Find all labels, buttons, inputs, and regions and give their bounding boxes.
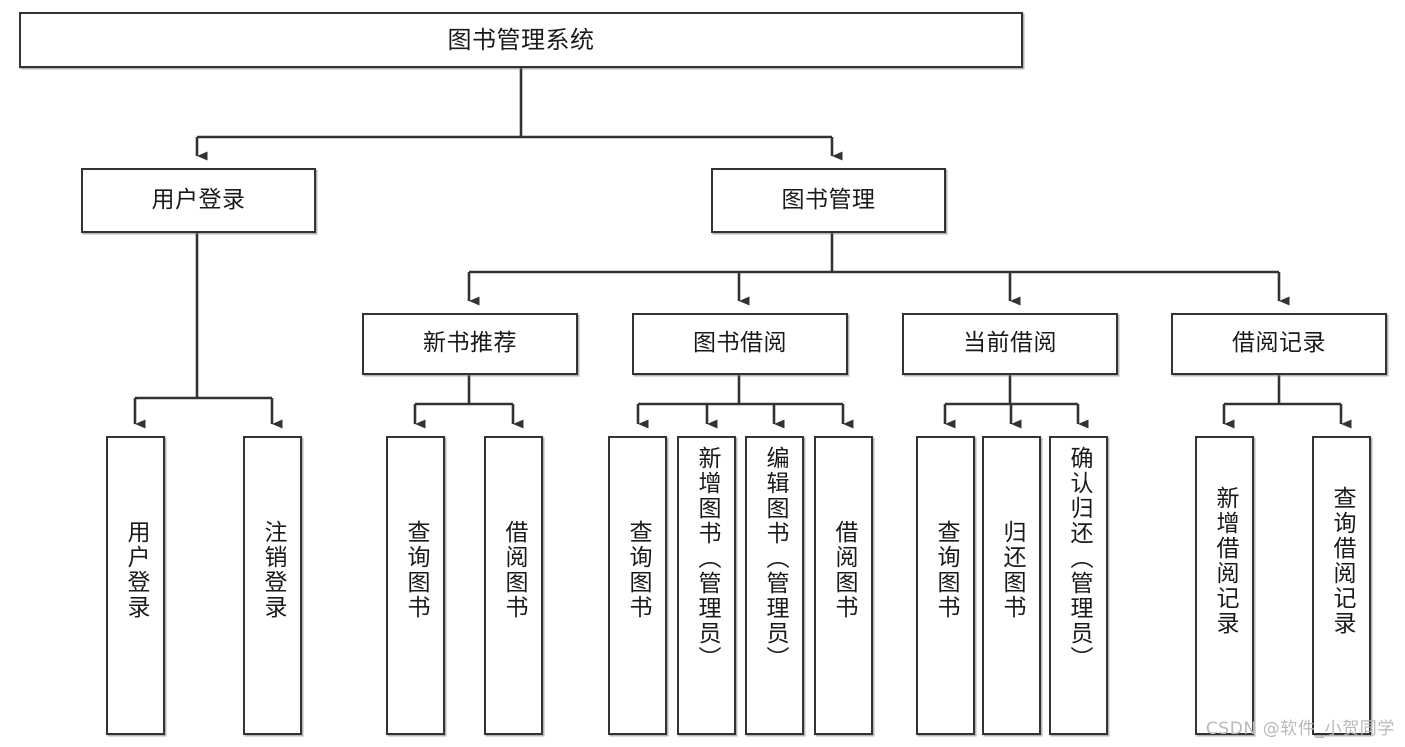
node-new-book-recommend[interactable]: 新书推荐 (362, 313, 578, 375)
leaf-query-book-2-label: 查询图书 (625, 520, 651, 620)
leaf-borrow-book-2[interactable]: 借阅图书 (814, 436, 873, 735)
leaf-add-book[interactable]: 新增图书（管理员） (677, 436, 736, 735)
leaf-query-book-3-label: 查询图书 (933, 520, 959, 620)
leaf-logout-label: 注销登录 (260, 520, 286, 620)
leaf-query-book-1[interactable]: 查询图书 (386, 436, 445, 735)
leaf-query-book-2[interactable]: 查询图书 (608, 436, 667, 735)
leaf-confirm-return-label: 确认归还（管理员） (1066, 446, 1092, 671)
leaf-logout[interactable]: 注销登录 (243, 436, 302, 735)
leaf-borrow-book-1[interactable]: 借阅图书 (484, 436, 543, 735)
leaf-add-record[interactable]: 新增借阅记录 (1195, 436, 1254, 735)
leaf-edit-book-label: 编辑图书（管理员） (762, 446, 788, 671)
node-user-login[interactable]: 用户登录 (81, 168, 316, 233)
leaf-borrow-book-1-label: 借阅图书 (501, 520, 527, 620)
node-user-login-label: 用户登录 (151, 186, 246, 213)
node-borrow-record-label: 借阅记录 (1232, 330, 1326, 357)
node-root[interactable]: 图书管理系统 (19, 12, 1023, 68)
leaf-user-login-label: 用户登录 (123, 520, 149, 620)
leaf-query-book-3[interactable]: 查询图书 (916, 436, 975, 735)
leaf-borrow-book-2-label: 借阅图书 (831, 520, 857, 620)
node-book-borrow-label: 图书借阅 (693, 330, 787, 357)
node-root-label: 图书管理系统 (447, 25, 595, 54)
leaf-add-book-label: 新增图书（管理员） (694, 446, 720, 671)
leaf-return-book[interactable]: 归还图书 (982, 436, 1041, 735)
node-book-manage-label: 图书管理 (781, 186, 876, 213)
leaf-user-login[interactable]: 用户登录 (106, 436, 165, 735)
leaf-edit-book[interactable]: 编辑图书（管理员） (745, 436, 804, 735)
node-current-borrow-label: 当前借阅 (963, 330, 1057, 357)
leaf-add-record-label: 新增借阅记录 (1212, 486, 1238, 636)
node-current-borrow[interactable]: 当前借阅 (902, 313, 1118, 375)
leaf-query-record-label: 查询借阅记录 (1329, 486, 1355, 636)
node-borrow-record[interactable]: 借阅记录 (1171, 313, 1387, 375)
node-book-borrow[interactable]: 图书借阅 (632, 313, 848, 375)
leaf-query-book-1-label: 查询图书 (403, 520, 429, 620)
leaf-query-record[interactable]: 查询借阅记录 (1312, 436, 1371, 735)
leaf-return-book-label: 归还图书 (999, 520, 1025, 620)
node-new-book-recommend-label: 新书推荐 (423, 330, 517, 357)
leaf-confirm-return[interactable]: 确认归还（管理员） (1049, 436, 1108, 735)
node-book-manage[interactable]: 图书管理 (711, 168, 946, 233)
csdn-watermark: CSDN @软件_小贺同学 (1205, 719, 1395, 739)
